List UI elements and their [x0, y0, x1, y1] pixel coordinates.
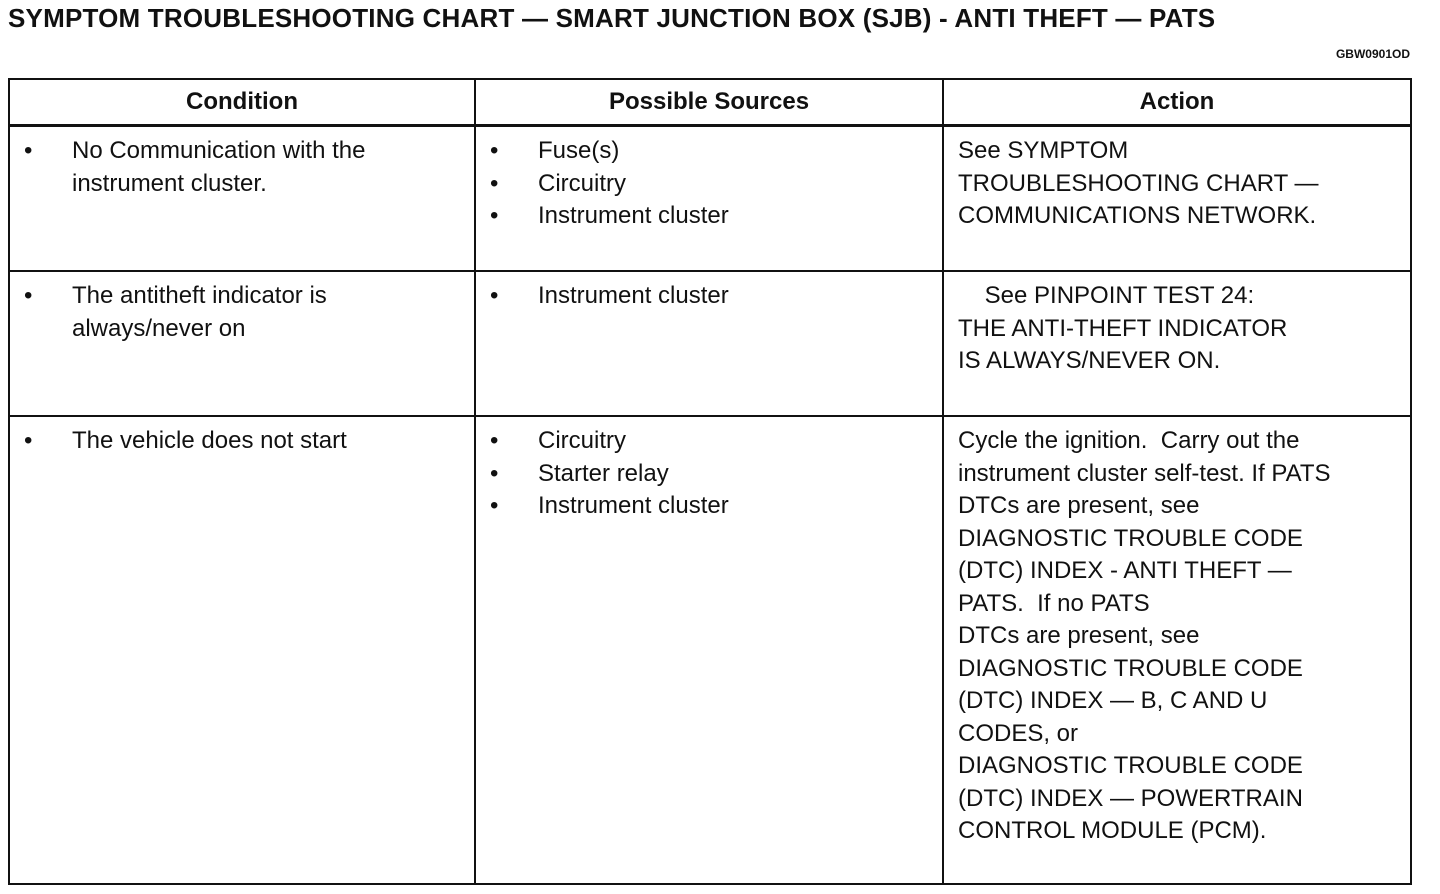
header-possible-sources: Possible Sources [474, 78, 944, 127]
condition-item: The antitheft indicator is always/never … [24, 280, 462, 345]
source-item: Circuitry [490, 168, 930, 201]
header-row: Condition Possible Sources Action [8, 78, 1412, 127]
sources-cell: Circuitry Starter relay Instrument clust… [474, 415, 944, 885]
sources-list: Circuitry Starter relay Instrument clust… [490, 425, 930, 523]
source-item: Instrument cluster [490, 490, 930, 523]
action-cell: See SYMPTOM TROUBLESHOOTING CHART — COMM… [942, 124, 1412, 272]
condition-item: The vehicle does not start [24, 425, 462, 458]
source-item: Starter relay [490, 458, 930, 491]
condition-cell: The vehicle does not start [8, 415, 476, 885]
table-row: The vehicle does not start Circuitry Sta… [8, 415, 1412, 885]
source-item: Circuitry [490, 425, 930, 458]
sources-cell: Fuse(s) Circuitry Instrument cluster [474, 124, 944, 272]
condition-list: The vehicle does not start [24, 425, 462, 458]
condition-item: No Communication with the instrument clu… [24, 135, 462, 200]
action-cell: Cycle the ignition. Carry out the instru… [942, 415, 1412, 885]
action-cell: See PINPOINT TEST 24: THE ANTI-THEFT IND… [942, 270, 1412, 417]
source-item: Fuse(s) [490, 135, 930, 168]
table-row: No Communication with the instrument clu… [8, 124, 1412, 272]
page-title: SYMPTOM TROUBLESHOOTING CHART — SMART JU… [8, 3, 1216, 33]
condition-list: No Communication with the instrument clu… [24, 135, 462, 200]
condition-cell: The antitheft indicator is always/never … [8, 270, 476, 417]
condition-cell: No Communication with the instrument clu… [8, 124, 476, 272]
sources-list: Fuse(s) Circuitry Instrument cluster [490, 135, 930, 233]
figure-code: GBW0901OD [1335, 47, 1410, 61]
sources-list: Instrument cluster [490, 280, 930, 313]
sources-cell: Instrument cluster [474, 270, 944, 417]
condition-list: The antitheft indicator is always/never … [24, 280, 462, 345]
table-row: The antitheft indicator is always/never … [8, 270, 1412, 417]
source-item: Instrument cluster [490, 200, 930, 233]
action-text: Cycle the ignition. Carry out the instru… [958, 427, 1331, 844]
action-text: See SYMPTOM TROUBLESHOOTING CHART — COMM… [958, 137, 1319, 229]
troubleshooting-table: Condition Possible Sources Action No Com… [8, 78, 1412, 885]
action-text: See PINPOINT TEST 24: THE ANTI-THEFT IND… [958, 282, 1288, 374]
source-item: Instrument cluster [490, 280, 930, 313]
header-action: Action [942, 78, 1412, 127]
header-condition: Condition [8, 78, 476, 127]
